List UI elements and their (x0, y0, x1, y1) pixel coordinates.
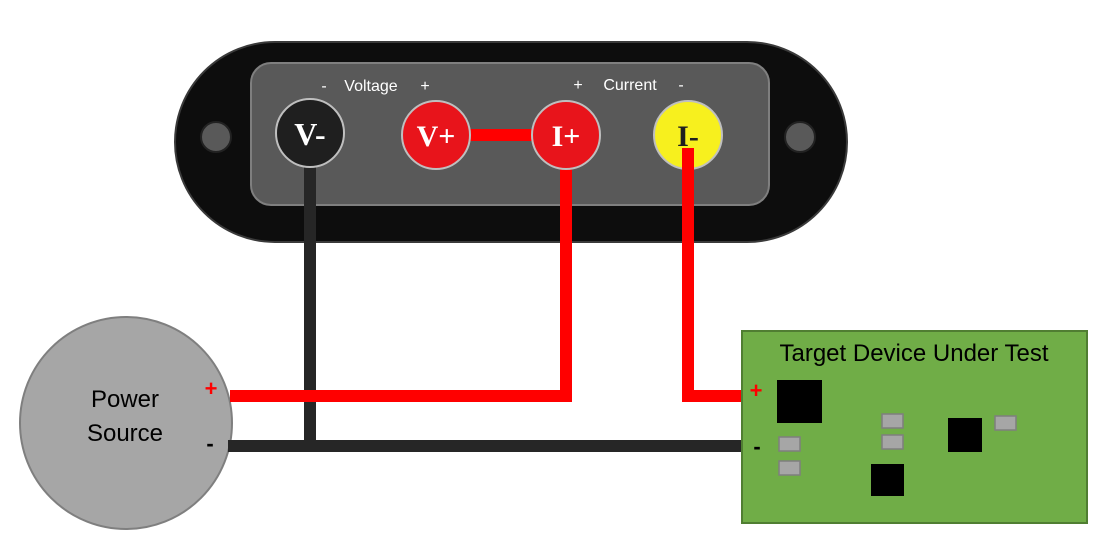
power-source-plus: + (205, 376, 218, 401)
current-minus-sign: - (678, 77, 683, 94)
voltage-plus-sign: + (420, 78, 429, 95)
smd-pad-2 (778, 460, 801, 476)
terminal-iminus-label: I- (677, 120, 699, 153)
meter: - Voltage + + Current - (174, 41, 848, 243)
voltage-minus-sign: - (321, 78, 326, 95)
terminal-vplus (401, 100, 471, 170)
terminal-iplus (531, 100, 601, 170)
device-board (741, 330, 1088, 524)
terminal-vminus-label: V- (294, 116, 325, 152)
right-mounting-hole (784, 121, 816, 153)
terminal-iplus-label: I+ (552, 120, 581, 153)
voltage-label: Voltage (344, 78, 397, 95)
smd-pad-4 (881, 434, 904, 450)
chip-bottom (871, 464, 904, 496)
left-mounting-hole (200, 121, 232, 153)
terminal-vminus (275, 98, 345, 168)
power-source-line1: Power (91, 386, 159, 413)
chip-medium (948, 418, 982, 452)
smd-pad-3 (881, 413, 904, 429)
current-plus-sign: + (573, 77, 582, 94)
terminal-vplus-label: V+ (417, 120, 456, 153)
target-device: Target Device Under Test + - (741, 330, 1088, 524)
smd-pad-1 (778, 436, 801, 452)
power-source-body (19, 316, 233, 530)
power-source-minus: - (206, 431, 213, 456)
red-wire-device-positive (682, 148, 742, 402)
device-title: Target Device Under Test (779, 340, 1048, 367)
power-source-line2: Source (87, 420, 163, 447)
smd-pad-5 (994, 415, 1017, 431)
terminals: V- V+ I+ I- (275, 98, 723, 172)
current-label: Current (603, 77, 657, 94)
chip-large (777, 380, 822, 423)
device-minus: - (753, 434, 760, 459)
red-wire-source-positive (232, 160, 572, 402)
power-source: Power Source + - (19, 316, 260, 530)
device-plus: + (750, 378, 763, 403)
